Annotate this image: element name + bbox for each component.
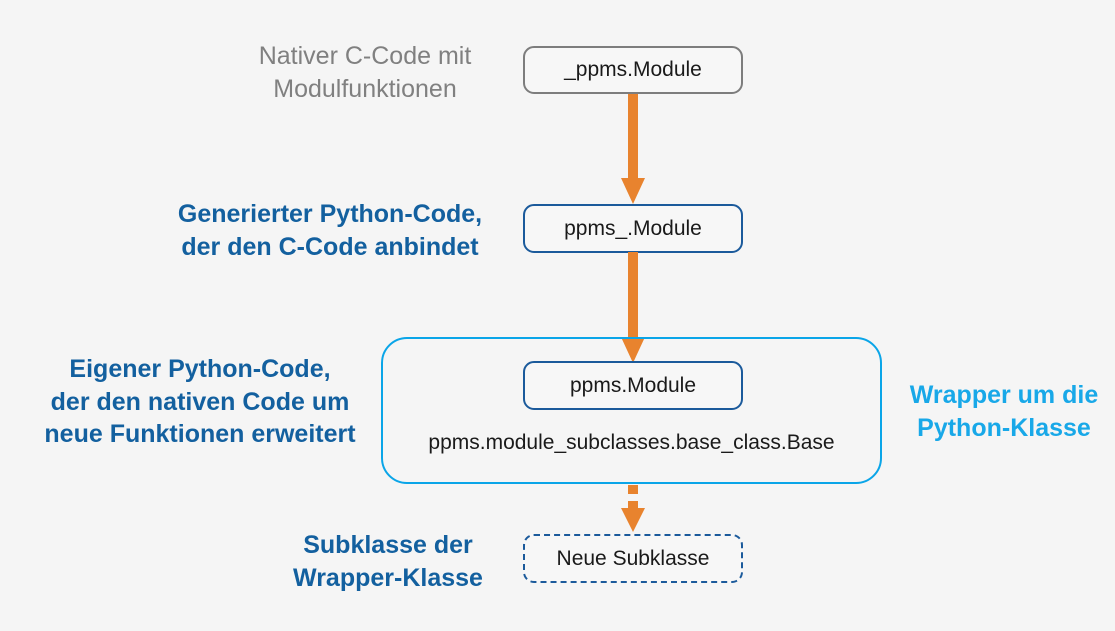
arrow-generated-to-wrapper (621, 252, 645, 365)
node-new-subclass-text: Neue Subklasse (556, 546, 710, 570)
label-wrapper: Wrapper um die Python-Klasse (909, 381, 1099, 442)
node-base-class-text: ppms.module_subclasses.base_class.Base (428, 431, 835, 454)
node-wrapper-module[interactable]: ppms.Module (523, 361, 743, 410)
node-wrapper-module-text: ppms.Module (569, 373, 697, 397)
node-new-subclass[interactable]: Neue Subklasse (523, 534, 743, 583)
label-native-c-code: Nativer C-Code mit Modulfunktionen (258, 42, 472, 103)
label-subclass: Subklasse der Wrapper-Klasse (293, 531, 483, 592)
arrow-wrapper-to-subclass (621, 484, 645, 534)
node-native-module-text: _ppms.Module (564, 58, 702, 81)
label-generated-python-code: Generierter Python-Code, der den C-Code … (177, 200, 483, 261)
arrow-native-to-generated (621, 94, 645, 206)
label-own-python-code: Eigener Python-Code, der den nativen Cod… (44, 355, 356, 448)
node-native-module[interactable]: _ppms.Module (523, 46, 743, 94)
wrapper-container[interactable] (381, 337, 882, 484)
node-generated-module[interactable]: ppms_.Module (523, 204, 743, 253)
node-generated-module-text: ppms_.Module (564, 216, 702, 240)
